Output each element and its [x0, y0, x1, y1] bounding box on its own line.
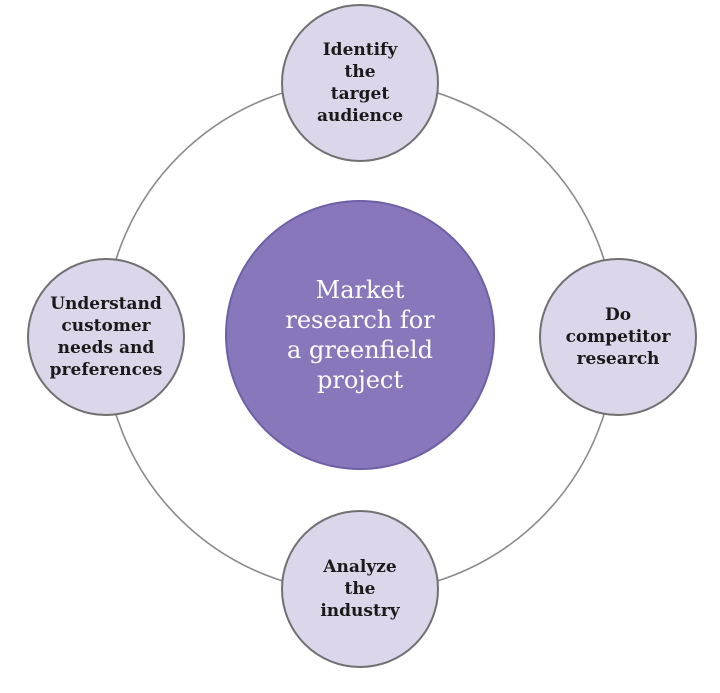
node-competitor-research-label: Do competitor research [565, 305, 671, 369]
node-identify-target-audience: Identify the target audience [281, 4, 439, 162]
center-node-label: Market research for a greenfield project [285, 276, 435, 394]
node-identify-target-audience-label: Identify the target audience [316, 40, 404, 126]
node-analyze-industry-label: Analyze the industry [320, 557, 400, 621]
node-customer-needs-label: Understand customer needs and preference… [49, 294, 163, 380]
center-node: Market research for a greenfield project [225, 200, 495, 470]
node-analyze-industry: Analyze the industry [281, 510, 439, 668]
node-competitor-research: Do competitor research [539, 258, 697, 416]
node-customer-needs: Understand customer needs and preference… [27, 258, 185, 416]
